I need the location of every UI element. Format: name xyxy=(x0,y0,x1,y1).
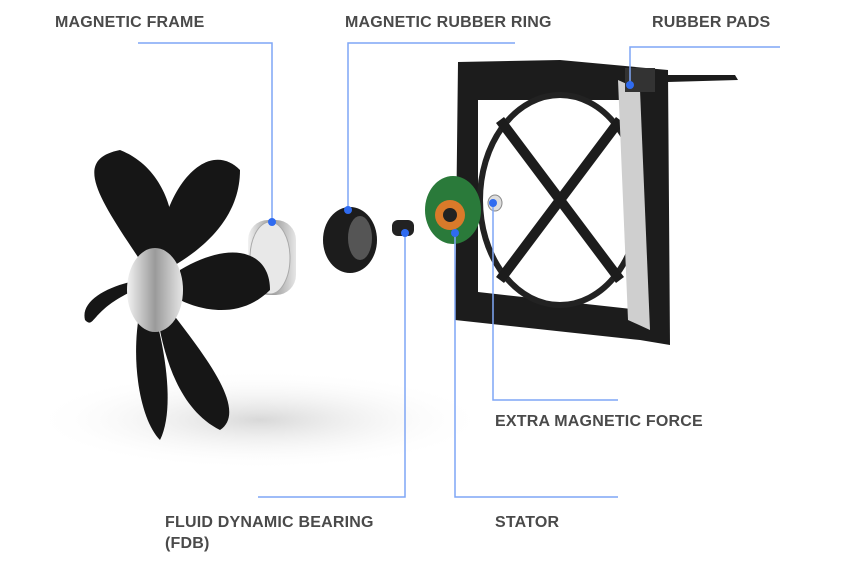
leader-dots xyxy=(268,81,634,237)
fan-impeller xyxy=(84,150,270,440)
label-fdb-line1: FLUID DYNAMIC BEARING xyxy=(165,514,374,531)
shadow xyxy=(30,370,490,470)
label-fdb-line2: (FDB) xyxy=(165,535,210,552)
label-stator: STATOR xyxy=(495,514,560,531)
leader-lines xyxy=(138,42,780,498)
label-magnetic-rubber-ring: MAGNETIC RUBBER RING xyxy=(345,14,552,31)
label-rubber-pads: RUBBER PADS xyxy=(652,14,771,31)
stator-part xyxy=(425,176,481,244)
label-magnetic-frame: MAGNETIC FRAME xyxy=(55,14,205,31)
label-extra-magnetic-force: EXTRA MAGNETIC FORCE xyxy=(495,413,703,430)
rubber-ring-part xyxy=(323,207,377,273)
label-fdb: FLUID DYNAMIC BEARING (FDB) xyxy=(165,512,374,554)
